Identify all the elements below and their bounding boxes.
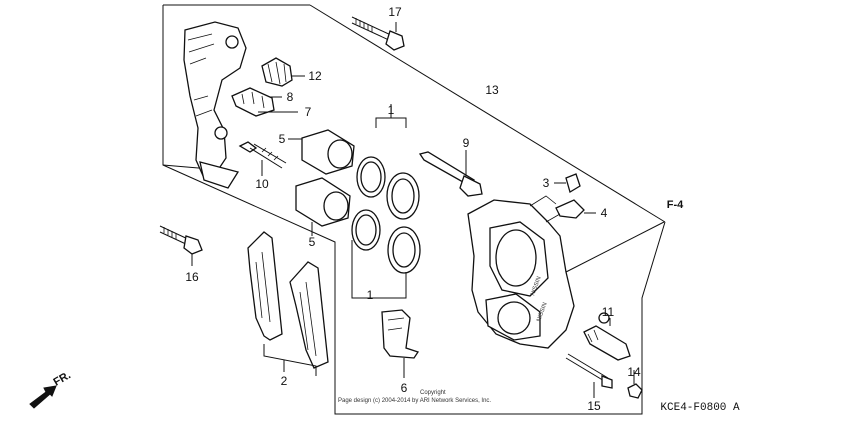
callout-10: 10 [255, 177, 269, 191]
front-label: FR. [52, 369, 73, 388]
brake-pads-2 [247, 231, 329, 376]
boot-12 [261, 57, 305, 87]
callout-8: 8 [287, 90, 294, 104]
callout-16: 16 [185, 270, 199, 284]
piston-5-upper [288, 129, 355, 175]
f4-leader [565, 221, 665, 273]
callout-15: 15 [587, 399, 601, 413]
callout-1-upper: 1 [388, 103, 395, 117]
callout-3: 3 [543, 176, 550, 190]
caliper-bracket [183, 21, 247, 189]
seals-1-upper [356, 104, 420, 220]
callout-5-lower: 5 [309, 235, 316, 249]
bolt-17 [351, 16, 405, 51]
reference-f4: F-4 [667, 199, 684, 211]
assembly-outline [162, 4, 666, 415]
seals-1-lower [351, 209, 421, 299]
callout-6: 6 [401, 381, 408, 395]
callout-13: 13 [485, 83, 499, 97]
bolt-15 [565, 353, 613, 398]
nut-14 [627, 370, 643, 399]
callout-12: 12 [308, 69, 322, 83]
pin-9 [418, 150, 483, 197]
callout-11: 11 [602, 305, 615, 319]
callout-14: 14 [627, 365, 641, 379]
pin-11 [583, 312, 631, 361]
bolt-16 [159, 225, 203, 266]
callout-1-lower: 1 [367, 288, 374, 302]
front-arrow-icon [29, 385, 57, 409]
callout-17: 17 [388, 5, 402, 19]
copyright-text: Page design (c) 2004-2014 by ARI Network… [338, 398, 491, 404]
callout-2: 2 [281, 374, 288, 388]
diagram-code: KCE4-F0800 A [660, 402, 740, 414]
piston-5-lower [295, 177, 351, 236]
shim-6 [381, 309, 420, 378]
callout-7: 7 [305, 105, 312, 119]
caliper-body: NISSIN NISSIN [467, 195, 575, 349]
copyright-title: Copyright [420, 390, 446, 396]
callout-4: 4 [601, 206, 608, 220]
retainer-8 [231, 87, 298, 117]
cap-4 [555, 199, 596, 219]
callout-9: 9 [463, 136, 470, 150]
callout-5-upper: 5 [279, 132, 286, 146]
pin-10 [238, 141, 287, 176]
bleeder-3 [554, 173, 581, 193]
